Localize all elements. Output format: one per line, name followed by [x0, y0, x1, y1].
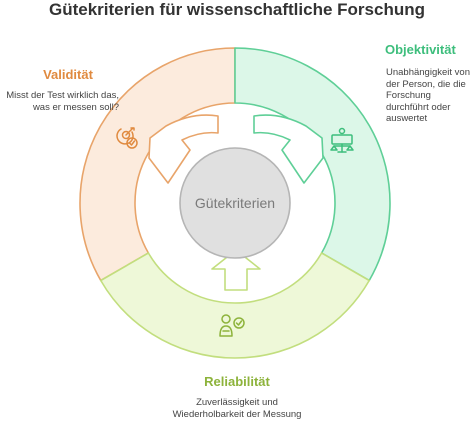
validity-heading: Validität	[43, 67, 93, 82]
reliability-description: Zuverlässigkeit und Wiederholbarkeit der…	[172, 397, 302, 420]
person-check-icon	[219, 314, 245, 337]
reliability-heading: Reliabilität	[204, 374, 270, 389]
objectivity-description: Unabhängigkeit von der Person, die die F…	[386, 67, 470, 124]
validity-description: Misst der Test wirklich das, was er mess…	[6, 90, 119, 113]
page-title: Gütekriterien für wissenschaftliche Fors…	[49, 0, 425, 19]
objectivity-arrow	[253, 114, 324, 184]
validity-arrow	[148, 114, 219, 184]
target-check-icon	[116, 127, 138, 149]
center-label: Gütekriterien	[195, 195, 275, 211]
validity-segment	[79, 47, 236, 282]
reliability-segment	[99, 252, 371, 359]
objectivity-heading: Objektivität	[385, 42, 456, 57]
person-scale-icon	[330, 127, 354, 153]
center-circle	[179, 147, 291, 259]
reliability-arrow	[211, 249, 261, 291]
